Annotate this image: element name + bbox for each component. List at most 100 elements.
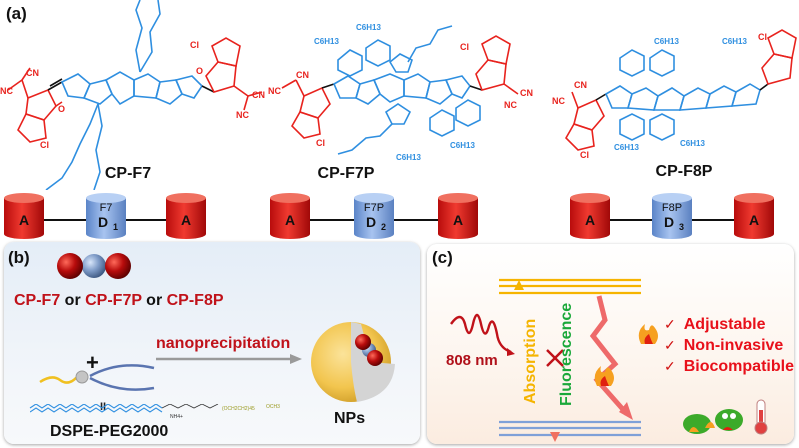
check-icon: ✓: [664, 358, 676, 374]
materials-line: CP-F7 or CP-F7P or CP-F8P: [14, 292, 224, 310]
fluorescence-label: Fluorescence: [558, 302, 575, 406]
thermometer-icon: [754, 399, 768, 435]
nc-label: NC: [236, 110, 249, 120]
acceptor-label: A: [585, 212, 595, 228]
absorption-label: Absorption: [522, 318, 539, 404]
np-core-acceptor: [367, 350, 383, 366]
donor-subscript: 3: [679, 222, 684, 232]
donor-label: D: [664, 214, 674, 230]
cn-label: CN: [296, 70, 309, 80]
acceptor-bead-left: [57, 253, 83, 279]
acceptor-label: A: [285, 212, 295, 228]
ground-state-levels: [499, 420, 641, 437]
molecule-cp-f7p-structure: [281, 25, 519, 155]
donor-cylinder: [652, 193, 692, 239]
flame-icon: [638, 324, 658, 344]
molecule-name-cp-f7p: CP-F7P: [317, 165, 375, 182]
peg-formula: (OCH2CH2)45: [222, 406, 255, 412]
benefit-text: Adjustable: [683, 316, 766, 333]
nh4-label: NH4+: [170, 414, 183, 420]
molecule-cp-f8p-structure: [565, 29, 797, 151]
acceptor-cylinder: [166, 193, 206, 239]
cl-label: Cl: [316, 138, 325, 148]
process-arrow: [156, 354, 302, 364]
benefit-item: ✓Non-invasive: [664, 335, 794, 356]
excitation-label: 808 nm: [446, 352, 498, 369]
molecule-cp-f7-structure: [7, 0, 263, 190]
nc-label: NC: [0, 86, 13, 96]
lipid-tail-1: [89, 364, 155, 378]
acceptor-cylinder: [438, 193, 478, 239]
benefit-item: ✓ Biocompatible: [664, 356, 794, 377]
donor-bead: [82, 254, 106, 278]
benefit-item: ✓ Adjustable: [664, 314, 794, 335]
molecule-name-cp-f8p: CP-F8P: [655, 163, 713, 180]
c6h13-label: C6H13: [314, 37, 339, 46]
molecule-name-cp-f7: CP-F7: [104, 165, 152, 182]
c6h13-label: C6H13: [722, 37, 747, 46]
donor-cylinder: [354, 193, 394, 239]
laser-wave-icon: [450, 313, 512, 354]
acceptor-left: [7, 67, 63, 143]
panel-b-label: (b): [8, 248, 30, 267]
acceptor-cylinder: [4, 193, 44, 239]
or-text: or: [60, 292, 86, 309]
nc-label: NC: [552, 96, 565, 106]
excited-state-levels: [499, 278, 641, 295]
np-core-acceptor: [355, 334, 371, 350]
c6h13-label: C6H13: [356, 23, 381, 32]
donor-label: D: [366, 214, 376, 230]
cl-label: Cl: [40, 140, 49, 150]
dspe-chain-lower: (OCH2CH2)45 OCH3 NH4+: [29, 404, 280, 420]
acceptor-label: A: [453, 212, 463, 228]
benefit-text: Biocompatible: [683, 358, 794, 375]
donor-core-label: F8P: [662, 202, 682, 214]
cn-label: CN: [574, 80, 587, 90]
c6h13-label: C6H13: [396, 153, 421, 162]
c6h13-label: C6H13: [614, 143, 639, 152]
panel-a-label: (a): [6, 4, 27, 23]
process-label: nanoprecipitation: [156, 335, 291, 352]
donor-label: D: [98, 214, 108, 230]
cn-label: CN: [520, 88, 533, 98]
acceptor-bead-right: [105, 253, 131, 279]
blocked-cross-icon: [546, 349, 564, 367]
benefits-list: ✓ Adjustable ✓Non-invasive ✓ Biocompatible: [664, 314, 794, 377]
heat-arrow: [589, 295, 629, 416]
cl-label: Cl: [580, 150, 589, 160]
cl-label: Cl: [190, 40, 199, 50]
donor-subscript: 2: [381, 222, 386, 232]
molecule-structures: CN NC Cl O Cl O CN NC: [0, 0, 797, 190]
panel-c-label: (c): [432, 248, 453, 267]
material-cp-f7: CP-F7: [14, 292, 61, 309]
cp-f7-atom-labels: CN NC Cl O Cl O CN NC: [0, 40, 265, 150]
lipid-name: DSPE-PEG2000: [50, 423, 169, 440]
peg-end-group: OCH3: [266, 404, 280, 410]
donor-core-label: F7P: [364, 202, 384, 214]
donor-core-label: F7: [100, 202, 113, 214]
cl-label: Cl: [460, 42, 469, 52]
acceptor-right: [205, 37, 263, 111]
cp-f7p-chain-labels: C6H13 C6H13 C6H13 C6H13: [314, 23, 475, 162]
material-cp-f7p: CP-F7P: [85, 292, 142, 309]
jablonski-diagram: [450, 278, 768, 442]
bacteria-icon: [683, 409, 743, 434]
donor-cylinder: [86, 193, 126, 239]
cn-label: CN: [26, 68, 39, 78]
o-label: O: [196, 66, 203, 76]
or-text: or: [141, 292, 167, 309]
check-icon: ✓: [664, 316, 676, 332]
lipid-tail-2: [89, 376, 155, 391]
cl-label: Cl: [758, 32, 767, 42]
donor-subscript: 1: [113, 222, 118, 232]
nanoparticle-illustration: [311, 322, 395, 402]
nc-label: NC: [268, 86, 281, 96]
peg-tail: [39, 374, 83, 384]
head-group: [75, 370, 89, 384]
nc-label: NC: [504, 100, 517, 110]
acceptor-cylinder: [734, 193, 774, 239]
